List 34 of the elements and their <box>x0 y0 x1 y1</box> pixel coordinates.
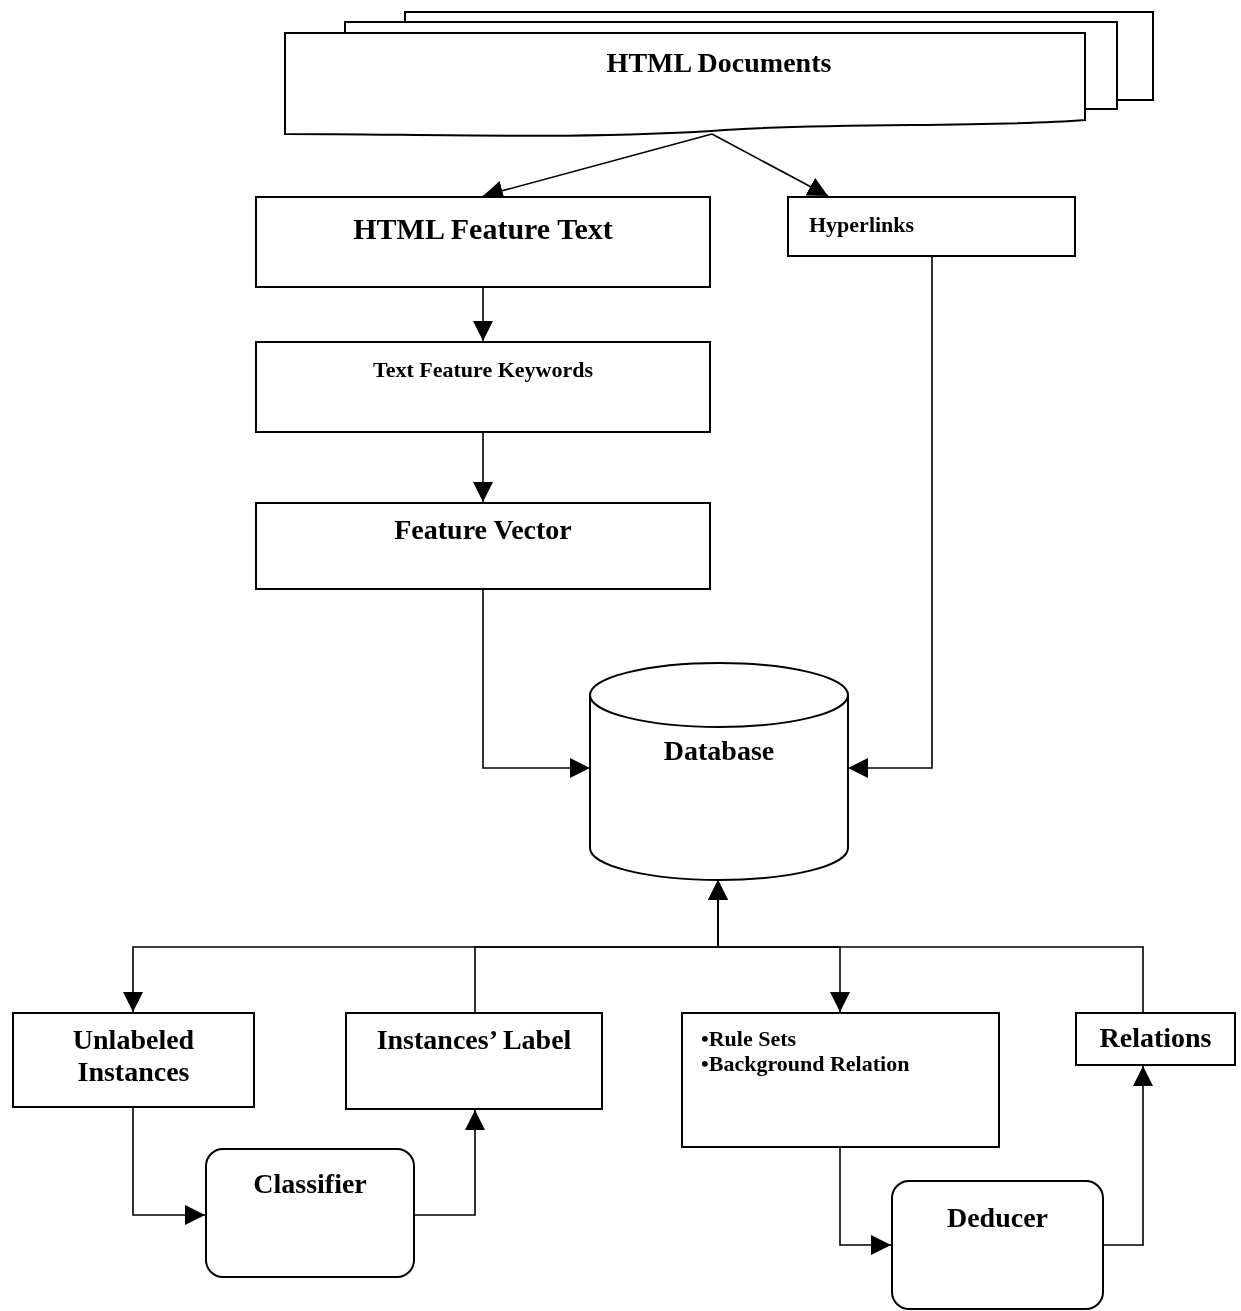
arrow <box>473 287 493 342</box>
process-box <box>255 341 711 433</box>
process-box <box>345 1012 603 1110</box>
process-box <box>205 1148 415 1278</box>
node-label: Database <box>663 735 775 768</box>
arrow <box>708 879 1144 1013</box>
arrow <box>711 133 829 197</box>
node-label: Instances’ Label <box>376 1024 572 1057</box>
document-stack <box>285 12 1153 134</box>
node-label: HTML Documents <box>606 47 832 80</box>
arrow <box>839 1147 892 1255</box>
process-box <box>255 502 711 590</box>
arrow <box>132 1107 206 1225</box>
bullet-list: •Rule Sets •Background Relation <box>701 1026 910 1077</box>
process-box <box>681 1012 1000 1148</box>
arrow <box>1103 1065 1153 1246</box>
process-box <box>787 196 1076 257</box>
arrow <box>414 1109 485 1216</box>
process-box <box>12 1012 255 1108</box>
process-box <box>255 196 711 288</box>
arrow <box>473 432 493 503</box>
node-label: Unlabeled Instances <box>71 1024 196 1089</box>
process-box <box>1075 1012 1236 1066</box>
node-label: Classifier <box>253 1168 367 1201</box>
node-label: Feature Vector <box>394 514 572 547</box>
arrow <box>847 256 933 778</box>
node-label: Relations <box>1099 1022 1212 1055</box>
arrow <box>482 589 591 778</box>
node-label: Text Feature Keywords <box>373 357 593 383</box>
node-label: Hyperlinks <box>809 212 915 238</box>
node-label: Deducer <box>946 1202 1049 1235</box>
node-label: HTML Feature Text <box>353 212 613 247</box>
database-cylinder <box>590 663 848 880</box>
process-box <box>891 1180 1104 1310</box>
